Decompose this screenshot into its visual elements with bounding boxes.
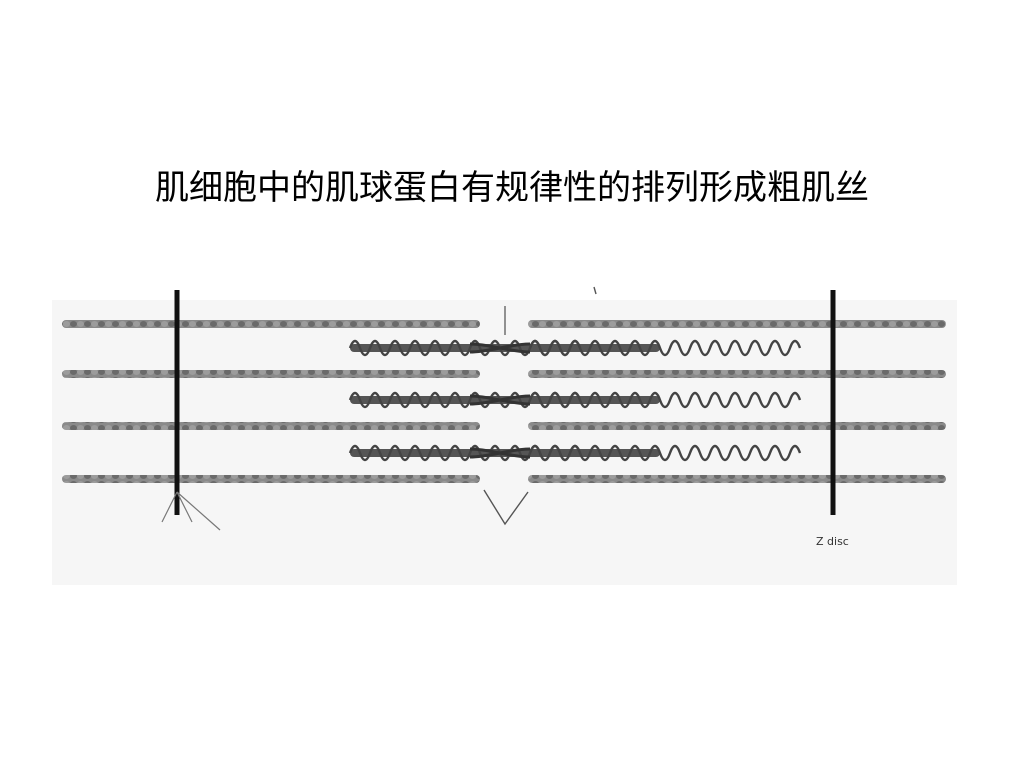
bare-zone — [469, 342, 531, 354]
thin-filament — [62, 370, 480, 378]
pointer-lines-m-line — [483, 489, 529, 526]
slide-title: 肌细胞中的肌球蛋白有规律性的排列形成粗肌丝 — [155, 168, 869, 208]
z-disc-label: Z disc — [816, 535, 849, 548]
top-tick — [593, 286, 597, 295]
thin-filament — [528, 370, 946, 378]
thin-filament — [528, 422, 946, 430]
thin-filament — [528, 320, 946, 328]
myosin-heads-right — [528, 391, 802, 409]
thick-filament — [348, 391, 802, 409]
bare-zone — [469, 394, 531, 406]
thin-filament — [62, 422, 480, 430]
myosin-heads-right — [528, 444, 802, 462]
pointer-lines-left — [161, 491, 221, 531]
thin-filament — [528, 475, 946, 483]
thin-filament — [62, 320, 480, 328]
bare-zone — [469, 447, 531, 459]
myosin-heads-right — [528, 339, 802, 357]
thin-filaments-right — [528, 320, 946, 483]
thick-filament — [348, 339, 802, 357]
thin-filaments-left — [62, 320, 480, 483]
thick-filament — [348, 444, 802, 462]
thin-filament — [62, 475, 480, 483]
